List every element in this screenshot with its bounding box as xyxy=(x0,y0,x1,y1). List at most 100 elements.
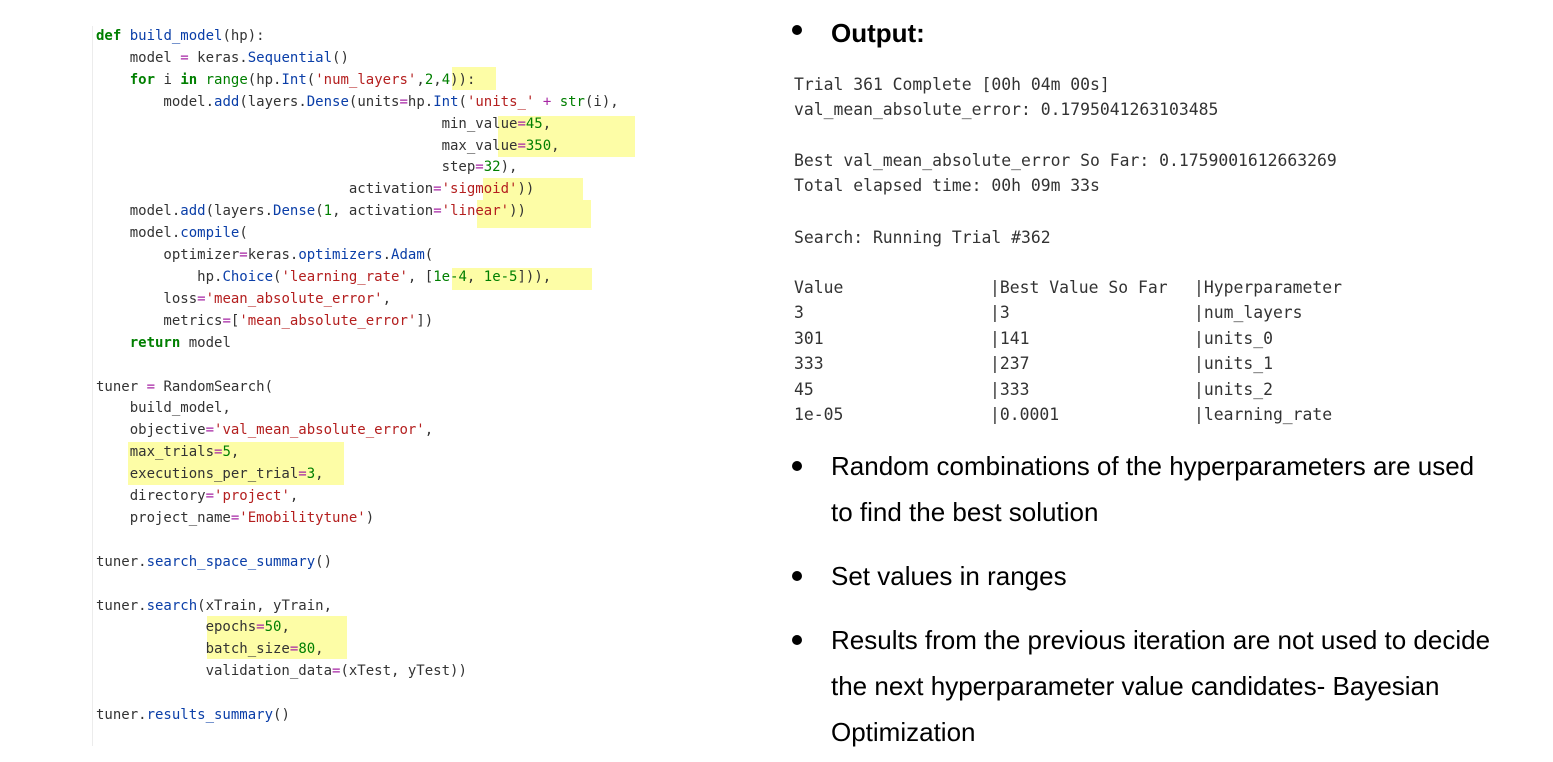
code-token: min_value xyxy=(96,115,518,132)
code-line: project_name='Emobilitytune') xyxy=(96,510,374,526)
code-token xyxy=(96,335,130,351)
table-cell: |3 xyxy=(990,303,1010,322)
highlight-trials xyxy=(128,442,344,485)
code-token: = xyxy=(180,49,189,66)
table-cell: |units_2 xyxy=(1194,379,1273,399)
code-token: 'units_' xyxy=(466,93,535,110)
code-token: hp. xyxy=(407,93,434,110)
code-token: directory xyxy=(96,488,206,505)
code-token: 'mean_absolute_error' xyxy=(205,290,383,307)
table-header-row: Value |Best Value So Far |Hyperparameter xyxy=(794,275,1414,301)
code-token: , xyxy=(289,488,299,505)
code-token: 'project' xyxy=(214,488,290,505)
code-token: 'Emobilitytune' xyxy=(239,509,366,526)
table-row: 301 |141 |units_0 xyxy=(794,326,1414,352)
highlight-num-layers xyxy=(452,67,496,90)
code-token: i xyxy=(155,71,181,88)
code-line: optimizer=keras.optimizers.Adam( xyxy=(96,247,433,263)
code-token: project_name xyxy=(96,509,231,526)
code-line: batch_size=80, xyxy=(96,641,324,657)
code-line: loss='mean_absolute_error', xyxy=(96,291,391,307)
code-token: = xyxy=(517,115,526,132)
code-token: activation xyxy=(96,181,434,198)
elapsed-time-line: Total elapsed time: 00h 09m 33s xyxy=(794,176,1100,195)
code-token: [ xyxy=(230,312,240,329)
code-token: ( xyxy=(458,93,467,110)
code-line: tuner = RandomSearch( xyxy=(96,379,273,395)
table-cell: |237 xyxy=(990,354,1030,373)
code-token: , xyxy=(281,619,290,636)
code-token: 'val_mean_absolute_error' xyxy=(214,422,425,439)
code-token: = xyxy=(433,181,442,198)
code-token: Dense xyxy=(306,93,349,110)
code-line: executions_per_trial=3, xyxy=(96,466,324,482)
code-token: , activation xyxy=(332,203,434,220)
code-token: metrics xyxy=(96,312,223,329)
code-token xyxy=(534,94,542,110)
code-token: = xyxy=(222,312,231,329)
code-token: 350 xyxy=(525,137,552,154)
code-token: + xyxy=(542,93,552,110)
code-line: return model xyxy=(96,335,231,351)
code-token: in xyxy=(180,71,198,88)
code-token: tuner. xyxy=(96,597,147,614)
code-token: 50 xyxy=(264,619,282,636)
code-line: tuner.results_summary() xyxy=(96,707,290,723)
code-token: Choice xyxy=(222,268,274,285)
code-token: 5 xyxy=(222,444,231,461)
code-token: 45 xyxy=(525,115,543,132)
table-row: 45 |333 |units_2 xyxy=(794,377,1414,403)
code-token: 1e-5 xyxy=(483,268,518,285)
code-token: (hp. xyxy=(247,71,282,88)
table-cell: |learning_rate xyxy=(1194,405,1333,424)
code-token: = xyxy=(433,203,442,220)
code-token: tuner. xyxy=(96,707,147,724)
table-cell: 301 xyxy=(794,328,824,348)
code-token: , xyxy=(416,71,425,88)
code-token: = xyxy=(197,290,206,307)
code-token: model xyxy=(96,49,181,66)
code-token: 'linear' xyxy=(441,203,510,220)
code-token: ])), xyxy=(517,268,552,285)
code-line: model.add(layers.Dense(1, activation='li… xyxy=(96,203,526,219)
code-token: add xyxy=(214,93,240,110)
table-cell: |units_0 xyxy=(1194,328,1273,348)
code-token: , xyxy=(382,290,392,307)
code-token: = xyxy=(205,422,215,439)
bullet-dot-random xyxy=(792,461,802,471)
code-line: epochs=50, xyxy=(96,619,290,635)
code-token: hp. xyxy=(96,268,223,285)
code-token: tuner xyxy=(96,378,147,395)
code-token: = xyxy=(239,247,248,264)
code-token: step xyxy=(96,159,476,176)
code-token: search_space_summary xyxy=(146,553,316,570)
table-cell: |333 xyxy=(990,379,1030,399)
code-token: , xyxy=(315,466,324,483)
code-token: , xyxy=(315,641,324,658)
code-token: , xyxy=(230,444,240,461)
code-token: model. xyxy=(96,203,181,220)
code-token: = xyxy=(230,509,240,526)
code-line: step=32), xyxy=(96,159,518,176)
code-token xyxy=(551,94,559,110)
code-token: (layers. xyxy=(205,203,274,220)
highlight-learning-rate-values xyxy=(452,268,592,290)
table-row: 333 |237 |units_1 xyxy=(794,351,1414,377)
code-token: def xyxy=(96,28,122,44)
code-token: ( xyxy=(239,225,248,242)
code-token: = xyxy=(289,641,299,658)
code-block: def build_model(hp): model = keras.Seque… xyxy=(96,26,619,727)
code-token: (xTrain, yTrain, xyxy=(197,597,333,614)
code-token: , xyxy=(424,422,434,439)
highlight-epochs-batch xyxy=(207,616,347,659)
code-token: 80 xyxy=(298,641,316,658)
code-token: = xyxy=(298,466,307,483)
code-token: tuner. xyxy=(96,553,147,570)
code-token: build_model xyxy=(129,28,223,44)
code-token: for xyxy=(129,71,156,88)
code-token: epochs xyxy=(96,619,257,636)
code-token: max_value xyxy=(96,137,518,154)
code-token: , xyxy=(433,71,442,88)
code-token: RandomSearch( xyxy=(155,378,274,395)
code-line: objective='val_mean_absolute_error', xyxy=(96,422,433,438)
